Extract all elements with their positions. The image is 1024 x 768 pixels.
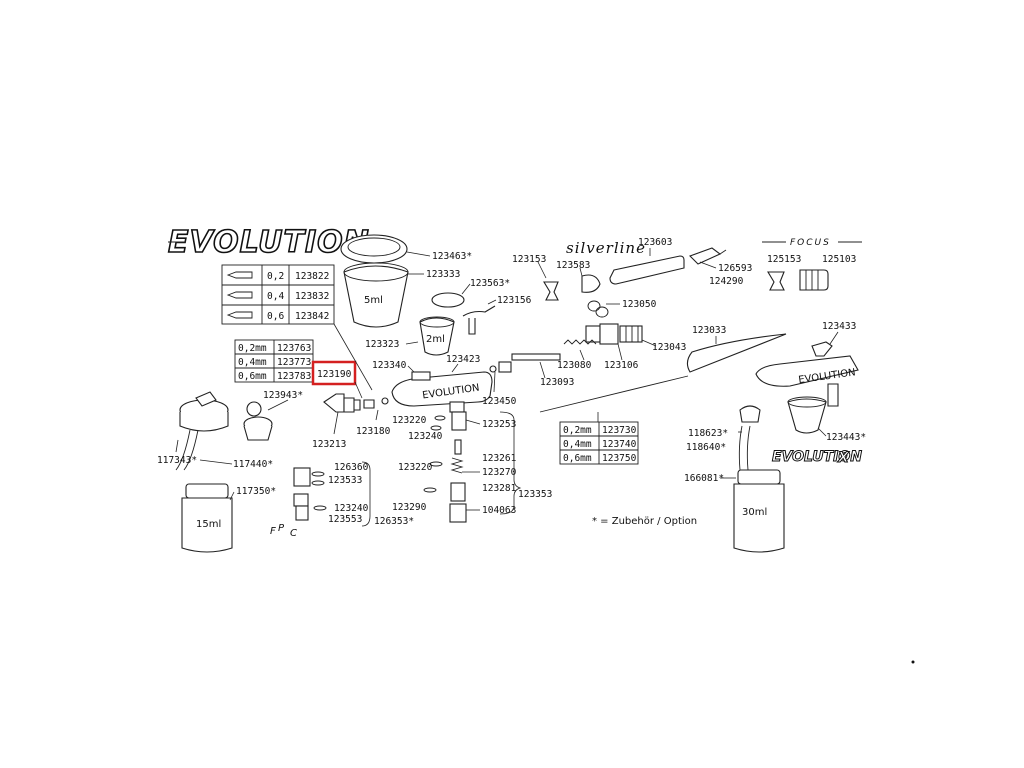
nozzle-size-2: 0,4mm xyxy=(238,357,267,368)
highlight-box xyxy=(311,360,357,386)
part-number-label: 104063 xyxy=(482,505,516,516)
stray-dot xyxy=(911,660,915,664)
part-number-label: 123033 xyxy=(692,325,726,336)
needle-size-3: 0,6mm xyxy=(563,453,592,464)
nozzle-set-table: 0,2 123822 0,4 123832 0,6 123842 xyxy=(221,264,335,325)
part-number-label: 123450 xyxy=(482,396,517,407)
needle-size-1: 0,2mm xyxy=(563,425,592,436)
side-cup-right xyxy=(787,398,827,434)
nozzle-part-1: 123763 xyxy=(277,343,311,354)
cup-lid xyxy=(340,234,408,264)
needle-part-2: 123740 xyxy=(602,439,637,450)
part-number-label: 123106 xyxy=(604,360,639,371)
fpc-c: C xyxy=(290,528,297,539)
part-number-label: 126360 xyxy=(334,462,369,473)
part-number-label: 123281 xyxy=(482,483,517,494)
part-number-label: 123553 xyxy=(328,514,362,525)
cup-5ml-label: 5ml xyxy=(364,295,383,306)
long-handle xyxy=(686,333,787,373)
part-number-label: 123050 xyxy=(622,299,657,310)
cup-2ml-label: 2ml xyxy=(426,334,445,345)
nozzle-part-2: 123773 xyxy=(277,357,311,368)
bottle-15ml: 15ml xyxy=(175,391,233,553)
cup-5ml xyxy=(343,265,409,328)
nozzle-size-3: 0,6mm xyxy=(238,371,267,382)
needle-table: 0,2mm 123730 0,4mm 123740 0,6mm 123750 xyxy=(559,421,639,465)
evolution-x-suffix: X xyxy=(837,450,850,466)
part-number-label: 123220 xyxy=(392,415,427,426)
part-number-label: 123603 xyxy=(638,237,672,248)
nozzle-set-part-1: 123822 xyxy=(295,271,329,282)
part-number-label: 126593 xyxy=(718,263,752,274)
part-number-label: 125103 xyxy=(822,254,856,265)
bottle-15ml-label: 15ml xyxy=(196,519,221,530)
part-number-label: 118623* xyxy=(688,428,728,439)
part-number-label: 123156 xyxy=(497,295,532,306)
focus-label: FOCUS xyxy=(790,238,831,248)
part-number-label: 123340 xyxy=(372,360,407,371)
part-number-label: 123943* xyxy=(263,390,303,401)
nozzle-set-part-2: 123832 xyxy=(295,291,329,302)
part-number-label: 123153 xyxy=(512,254,546,265)
part-number-label: 123240 xyxy=(408,431,443,442)
part-number-label: 117350* xyxy=(236,486,276,497)
needle-part-3: 123750 xyxy=(602,453,637,464)
option-note: * = Zubehör / Option xyxy=(592,516,697,527)
part-number-label: 123333 xyxy=(426,269,460,280)
part-number-label: 126353* xyxy=(374,516,414,527)
silverline-label: silverline xyxy=(566,239,646,257)
part-number-label: 123043 xyxy=(652,342,686,353)
part-number-label: 123323 xyxy=(365,339,399,350)
part-number-label: 123270 xyxy=(482,467,517,478)
part-number-label: 123533 xyxy=(328,475,362,486)
part-number-label: 123290 xyxy=(392,502,427,513)
part-number-label: 118640* xyxy=(686,442,726,453)
part-number-label: 123220 xyxy=(398,462,433,473)
part-number-label: 123563* xyxy=(470,278,510,289)
part-number-label: 123443* xyxy=(826,432,866,443)
part-number-label: 123261 xyxy=(482,453,517,464)
nozzle-part-3: 123783 xyxy=(277,371,311,382)
part-number-label: 123213 xyxy=(312,439,346,450)
part-number-label: 123253 xyxy=(482,419,516,430)
part-number-label: 166081* xyxy=(684,473,724,484)
evolution-x-logo: EVOLUTION xyxy=(772,449,862,465)
nozzle-set-size-2: 0,4 xyxy=(267,291,284,302)
fpc-p: P xyxy=(278,523,285,534)
cup-2ml xyxy=(419,317,455,356)
highlight-part-label: 123190 xyxy=(317,369,352,380)
nozzle-size-1: 0,2mm xyxy=(238,343,267,354)
evolution-logo: EVOLUTION xyxy=(168,225,370,260)
part-number-label: 117440* xyxy=(233,459,273,470)
part-number-label: 123433 xyxy=(822,321,856,332)
nozzle-table: 0,2mm 123763 0,4mm 123773 0,6mm 123783 xyxy=(234,339,314,383)
nozzle-set-size-3: 0,6 xyxy=(267,311,284,322)
part-number-label: 123240 xyxy=(334,503,369,514)
part-number-label: 124290 xyxy=(709,276,744,287)
fpc-parts xyxy=(293,467,327,521)
part-number-label: 123423 xyxy=(446,354,480,365)
bottle-30ml-label: 30ml xyxy=(742,507,767,518)
needle-part-1: 123730 xyxy=(602,425,637,436)
part-number-label: 125153 xyxy=(767,254,801,265)
needle-size-2: 0,4mm xyxy=(563,439,592,450)
part-number-label: 123080 xyxy=(557,360,592,371)
part-number-label: 123463* xyxy=(432,251,472,262)
part-number-label: 123583 xyxy=(556,260,590,271)
bottle-30ml: 30ml xyxy=(733,469,785,553)
nozzle-set-size-1: 0,2 xyxy=(267,271,284,282)
evolution-x-body xyxy=(755,355,859,387)
part-number-label: 123180 xyxy=(356,426,391,437)
air-valve-stack xyxy=(423,411,467,523)
part-number-label: 117343* xyxy=(157,455,197,466)
part-number-label: 123353 xyxy=(518,489,552,500)
small-cup-lid xyxy=(431,292,465,308)
needle xyxy=(539,375,689,413)
fpc-f: F xyxy=(270,526,276,537)
handle xyxy=(609,255,685,285)
part-number-label: 123093 xyxy=(540,377,574,388)
nozzle-set-part-3: 123842 xyxy=(295,311,329,322)
